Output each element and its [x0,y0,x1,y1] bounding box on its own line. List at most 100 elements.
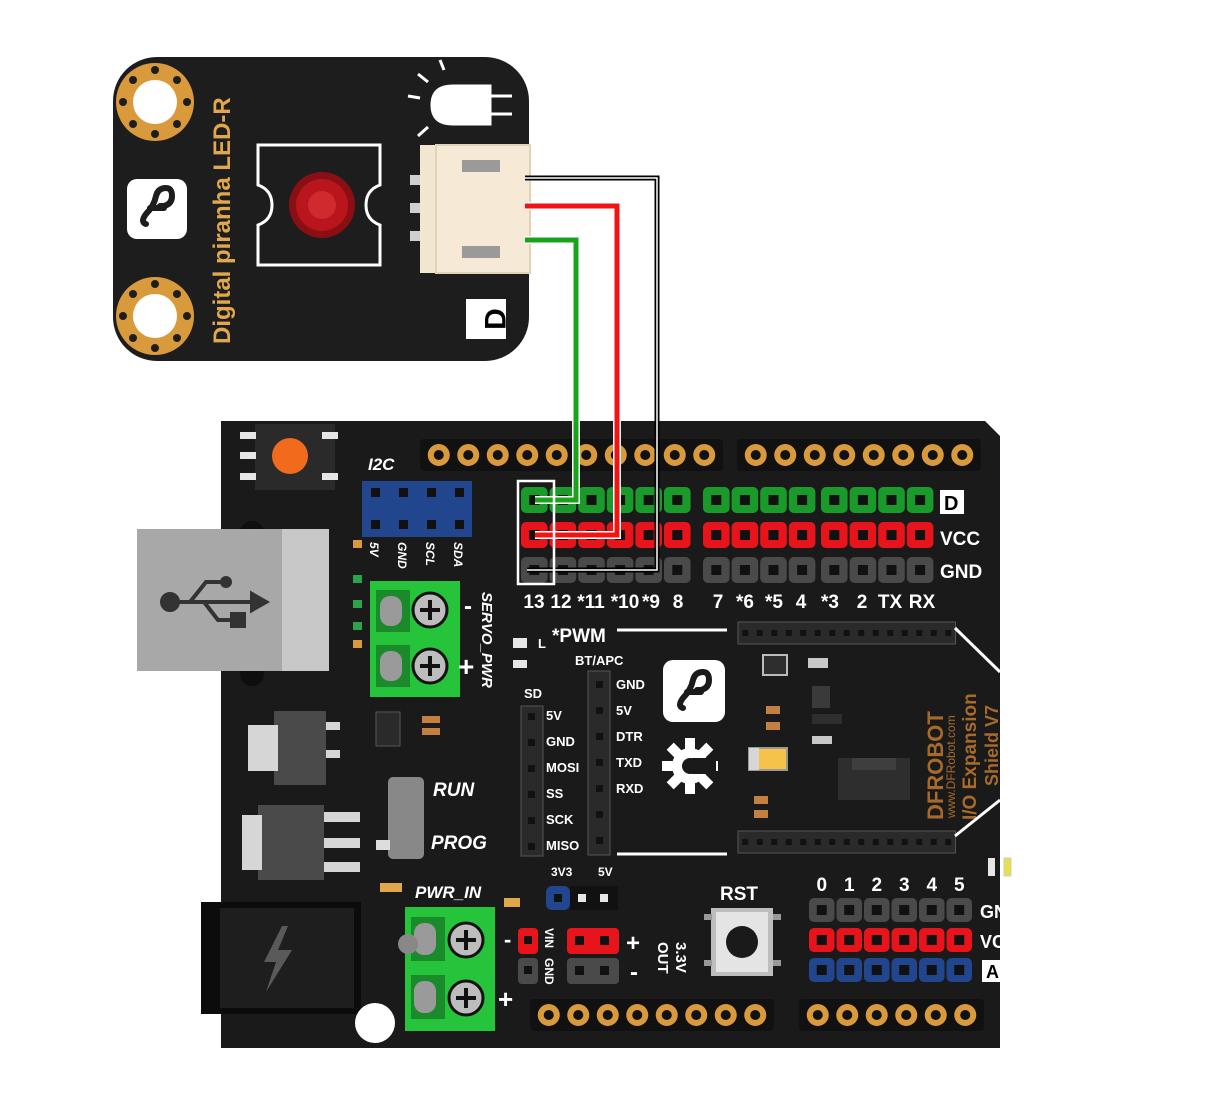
led-connector [410,144,531,274]
i2c-header[interactable] [362,481,472,537]
sd-header-pin[interactable] [528,713,535,720]
bt-header-pin[interactable] [596,837,603,844]
digital-badge-letter: D [480,308,513,330]
led-socket [256,143,382,267]
sd-label: SD [524,686,542,701]
regulator-bottom [258,805,324,880]
digital-pin-number: 8 [673,592,684,613]
brand-url: www.DFRobot.com [944,715,958,819]
regulator-top [274,711,326,785]
out-33v-label-line1: 3.3V [672,942,689,973]
rst-button[interactable] [704,908,781,976]
bt-header-pin[interactable] [596,707,603,714]
bt-pin-gnd: GND [616,677,645,692]
sd-pin-miso: MISO [546,838,579,853]
analog-pin-number: 2 [871,875,882,896]
sd-pin-mosi: MOSI [546,760,579,775]
pwr-plus: + [498,984,513,1014]
mount-hole-bottom [116,277,194,355]
dc-power-jack [201,902,361,1014]
wire-signal-core [525,237,579,503]
brand-name: DFROBOT [923,711,948,820]
bt-header-pin[interactable] [596,785,603,792]
female-bottom-socket [858,839,865,845]
female-bottom-socket [887,839,894,845]
sd-header-pin[interactable] [528,739,535,746]
digital-row-badge: D [940,490,964,515]
digital-pin-number: 2 [857,592,868,613]
digital-pin-number: RX [909,592,936,613]
sd-header[interactable] [520,705,544,857]
run-prog-switch[interactable] [376,777,424,859]
female-header-bottom [737,830,956,854]
sd-header-pin[interactable] [528,817,535,824]
analog-row-label: A [986,962,999,982]
analog-gnd-label: GND [980,902,1020,922]
i2c-pin-labels: 5V GND SCL SDA [367,542,465,569]
out-plus: + [626,930,640,957]
female-bottom-socket [742,839,749,845]
sd-header-pin[interactable] [528,765,535,772]
bt-pin-rxd: RXD [616,781,643,796]
vin-gnd-header[interactable] [518,928,538,984]
digital-pin-number: *5 [765,592,783,613]
usb-icon [160,576,271,628]
sd-header-pin[interactable] [528,843,535,850]
lightning-icon [264,926,292,992]
bt-header-pin[interactable] [596,681,603,688]
digital-badge: D [466,299,513,339]
female-top-socket [945,630,952,636]
jumper-3v3-label: 3V3 [551,865,573,879]
digital-row-label: D [944,493,958,515]
bt-header-pin[interactable] [596,759,603,766]
vcc-row-label: VCC [940,529,980,550]
analog-pin-number: 0 [816,875,827,896]
pwr-in-terminal[interactable] [405,907,495,1031]
sd-pin-ss: SS [546,786,564,801]
female-bottom-socket [945,839,952,845]
female-bottom-socket [814,839,821,845]
female-bottom-socket [916,839,923,845]
brand-text: DFROBOT www.DFRobot.com I/O Expansion Sh… [923,693,1002,820]
digital-pin-number: *6 [736,592,754,613]
wire-gnd-outline [525,177,658,571]
pwm-label: *PWM [552,626,606,647]
out-33v-label-line2: OUT [654,942,671,974]
i2c-label: I2C [368,455,395,474]
top-right-pad-row-body [737,439,981,471]
digital-pin-number: 7 [713,592,724,613]
female-top-socket [858,630,865,636]
out-33v-header[interactable] [567,928,619,984]
bottom-header-right [799,999,984,1031]
servo-power-terminal[interactable] [370,581,460,697]
female-bottom-socket [872,839,879,845]
bt-header-pin[interactable] [596,811,603,818]
pin13-highlight [516,479,556,586]
rst-label: RST [720,884,758,905]
wire-vcc-core [525,203,620,538]
female-top-socket [887,630,894,636]
i2c-pin-sda: SDA [451,542,465,567]
sd-header-body [520,705,544,857]
expansion-shield: I2C 5V GND SCL SDA - + SERVO_PWR [137,421,1020,1048]
i2c-pin-gnd: GND [395,542,409,569]
voltage-jumper[interactable] [546,886,618,910]
bt-label: BT/APC [575,653,624,668]
bt-pin-labels: GND 5V DTR TXD RXD [616,677,645,796]
bt-header-pin[interactable] [596,733,603,740]
female-top-socket [916,630,923,636]
gnd-row-label: GND [940,562,982,583]
bt-pin-dtr: DTR [616,729,643,744]
analog-pin-number: 4 [926,875,937,896]
orange-button[interactable] [272,438,308,474]
pwr-in-label: PWR_IN [415,883,482,902]
female-top-socket [756,630,763,636]
vin-label: VIN [542,928,556,948]
bt-header[interactable] [587,670,611,856]
digital-header[interactable] [521,487,934,583]
out-minus: - [630,959,638,986]
sd-header-pin[interactable] [528,791,535,798]
analog-header[interactable] [809,898,972,982]
